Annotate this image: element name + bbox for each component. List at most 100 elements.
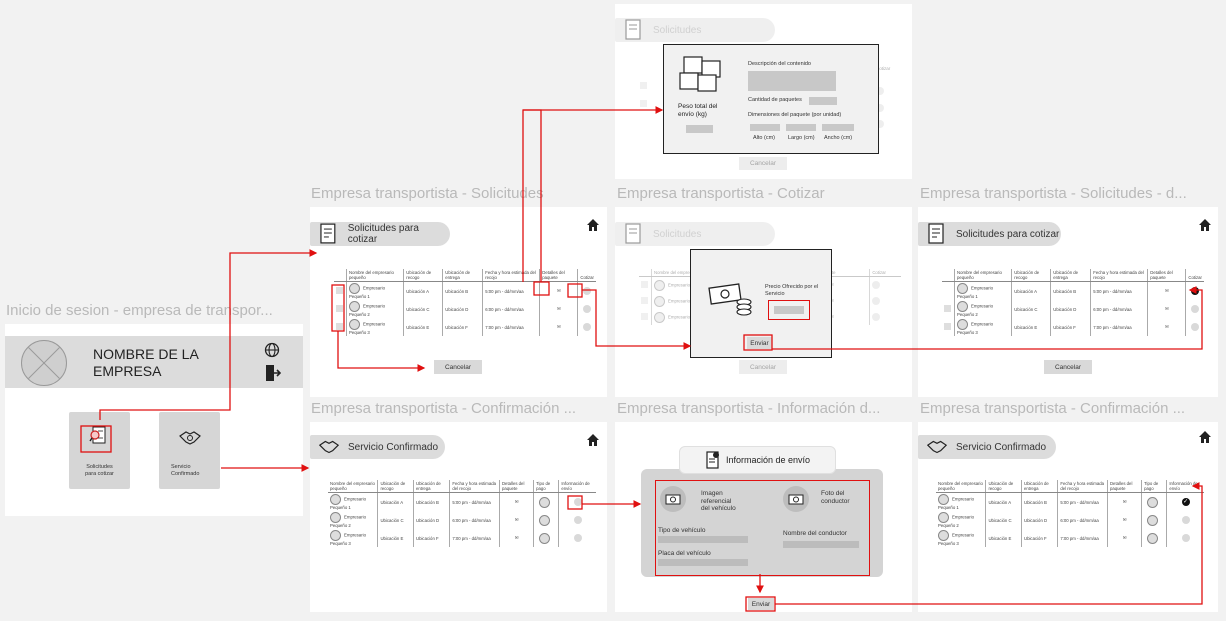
- handshake-icon: [179, 431, 201, 445]
- document-icon: [625, 19, 641, 40]
- header-solicitudes: Solicitudes: [615, 18, 775, 42]
- frame-title-informacion: Empresa transportista - Información d...: [617, 400, 881, 417]
- cotizar-frame: Solicitudes Nombre del empresario pequeñ…: [615, 207, 912, 397]
- boxes-icon: [679, 56, 721, 92]
- money-icon: [708, 283, 752, 316]
- handshake-icon: [926, 440, 948, 454]
- cancel-button[interactable]: Cancelar: [739, 157, 787, 170]
- cancel-button[interactable]: Cancelar: [739, 360, 787, 374]
- height-label: Alto (cm): [753, 135, 775, 141]
- height-input[interactable]: [750, 124, 780, 131]
- header-servicio-confirmado: Servicio Confirmado: [310, 435, 445, 459]
- home-icon[interactable]: [586, 433, 600, 447]
- weight-input[interactable]: [686, 125, 713, 133]
- frame-title-solicitudes-d: Empresa transportista - Solicitudes - d.…: [920, 185, 1187, 202]
- length-label: Largo (cm): [788, 135, 815, 141]
- globe-icon[interactable]: [264, 342, 280, 358]
- handshake-icon: [318, 440, 340, 454]
- info-title-pill: Información de envío: [679, 446, 836, 474]
- frame-title-confirmacion-2: Empresa transportista - Confirmación ...: [920, 400, 1186, 417]
- document-search-icon: [89, 426, 106, 444]
- home-icon[interactable]: [1198, 430, 1212, 444]
- description-input[interactable]: [748, 71, 836, 91]
- check-icon: ✓: [1191, 287, 1200, 295]
- header-solicitudes-cotizar: Solicitudes para cotizar: [918, 222, 1061, 246]
- driver-name-field: [783, 541, 859, 548]
- solicitudes-frame: Solicitudes para cotizar Nombre del empr…: [310, 207, 607, 397]
- header-servicio-confirmado: Servicio Confirmado: [918, 435, 1056, 459]
- dimensions-label: Dimensiones del paquete (por unidad): [748, 112, 842, 118]
- vehicle-type-field: [658, 536, 748, 543]
- frame-title-login: Inicio de sesion - empresa de transpor..…: [6, 302, 273, 319]
- solicitudes-d-frame: Solicitudes para cotizar Nombre del empr…: [918, 207, 1218, 397]
- document-info-icon: [706, 451, 719, 469]
- confirmacion-frame-2: Servicio Confirmado Nombre del empresari…: [918, 422, 1218, 612]
- quantity-label: Cantidad de paquetes: [748, 97, 802, 103]
- header-solicitudes: Solicitudes: [615, 222, 775, 246]
- driver-photo: [783, 486, 809, 512]
- send-button[interactable]: Enviar: [748, 598, 774, 610]
- vehicle-photo: [660, 486, 686, 512]
- camera-icon: [788, 494, 804, 505]
- document-icon: [928, 223, 944, 244]
- price-input-highlight: [768, 300, 810, 320]
- length-input[interactable]: [786, 124, 816, 131]
- plate-field: [658, 559, 748, 566]
- confirmacion-frame-1: Servicio Confirmado Nombre del empresari…: [310, 422, 607, 612]
- frame-title-solicitudes: Empresa transportista - Solicitudes: [311, 185, 544, 202]
- plate-label: Placa del vehículo: [658, 550, 711, 557]
- cancel-button[interactable]: Cancelar: [434, 360, 482, 374]
- vehicle-type-label: Tipo de vehículo: [658, 527, 706, 534]
- home-icon[interactable]: [586, 218, 600, 232]
- cancel-button[interactable]: Cancelar: [1044, 360, 1092, 374]
- width-input[interactable]: [822, 124, 854, 131]
- document-icon: [320, 223, 336, 244]
- login-header: NOMBRE DE LA EMPRESA: [5, 336, 303, 388]
- logout-icon[interactable]: [265, 364, 281, 382]
- cotizar-col-header: Cotizar: [876, 66, 891, 71]
- company-logo: [21, 340, 67, 386]
- header-solicitudes-cotizar: Solicitudes para cotizar: [310, 222, 450, 246]
- quantity-input[interactable]: [809, 97, 837, 105]
- description-label: Descripción del contenido: [748, 61, 811, 67]
- check-icon: ✓: [1181, 498, 1190, 506]
- frame-title-confirmacion-1: Empresa transportista - Confirmación ...: [311, 400, 577, 417]
- frame-title-cotizar: Empresa transportista - Cotizar: [617, 185, 825, 202]
- camera-icon: [665, 494, 681, 505]
- width-label: Ancho (cm): [824, 135, 853, 141]
- driver-name-label: Nombre del conductor: [783, 530, 847, 537]
- send-button[interactable]: Enviar: [747, 337, 772, 349]
- home-icon[interactable]: [1198, 218, 1212, 232]
- company-name: NOMBRE DE LA EMPRESA: [93, 346, 199, 379]
- document-icon: [625, 223, 641, 244]
